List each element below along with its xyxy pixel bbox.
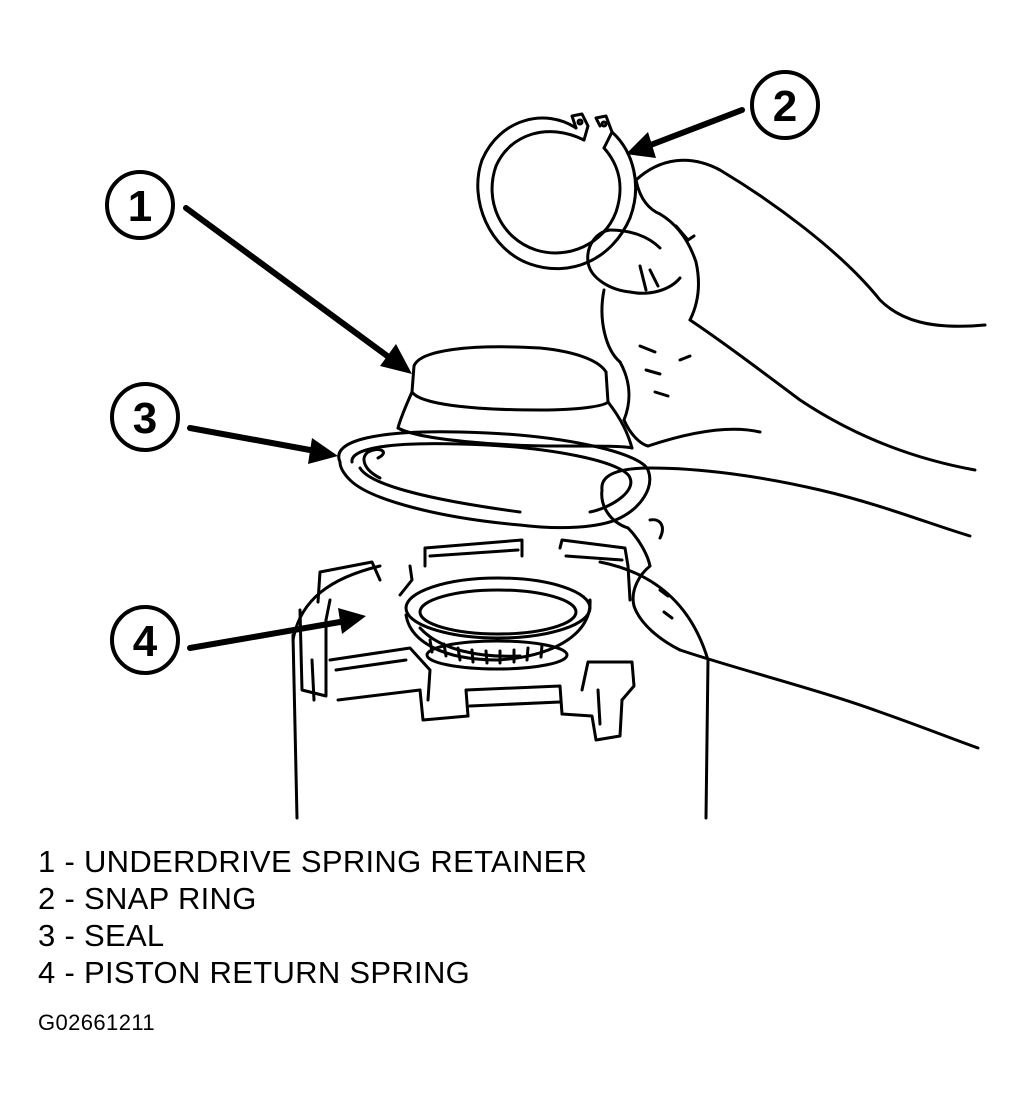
seal: [337, 430, 652, 530]
callout-1: 1: [105, 170, 175, 240]
lower-hand: [600, 466, 980, 750]
figure-code: G02661211: [38, 1010, 155, 1035]
leader-arrow-3: [187, 425, 338, 464]
svg-text:4: 4: [133, 617, 158, 666]
legend-item-seal: 3 - SEAL: [38, 918, 165, 953]
underdrive-spring-retainer: [396, 345, 634, 450]
piston-return-spring: [404, 576, 592, 671]
leader-arrow-4: [187, 608, 366, 651]
svg-text:2: 2: [773, 82, 797, 131]
svg-text:3: 3: [133, 394, 157, 443]
leader-arrow-2: [626, 107, 745, 158]
snap-ring: [476, 112, 638, 271]
legend: 1 - UNDERDRIVE SPRING RETAINER 2 - SNAP …: [38, 843, 587, 991]
upper-hand: [586, 158, 987, 472]
legend-item-piston-return-spring: 4 - PISTON RETURN SPRING: [38, 955, 471, 990]
callout-3: 3: [110, 382, 180, 452]
callout-2: 2: [750, 70, 820, 140]
leader-arrow-1: [183, 205, 412, 374]
svg-text:1: 1: [128, 182, 152, 231]
clutch-housing: [291, 538, 710, 820]
legend-item-snap-ring: 2 - SNAP RING: [38, 881, 257, 916]
assembly-illustration: 1 2 3 4: [105, 70, 987, 820]
callout-4: 4: [110, 605, 180, 675]
legend-item-underdrive-spring-retainer: 1 - UNDERDRIVE SPRING RETAINER: [38, 844, 588, 879]
